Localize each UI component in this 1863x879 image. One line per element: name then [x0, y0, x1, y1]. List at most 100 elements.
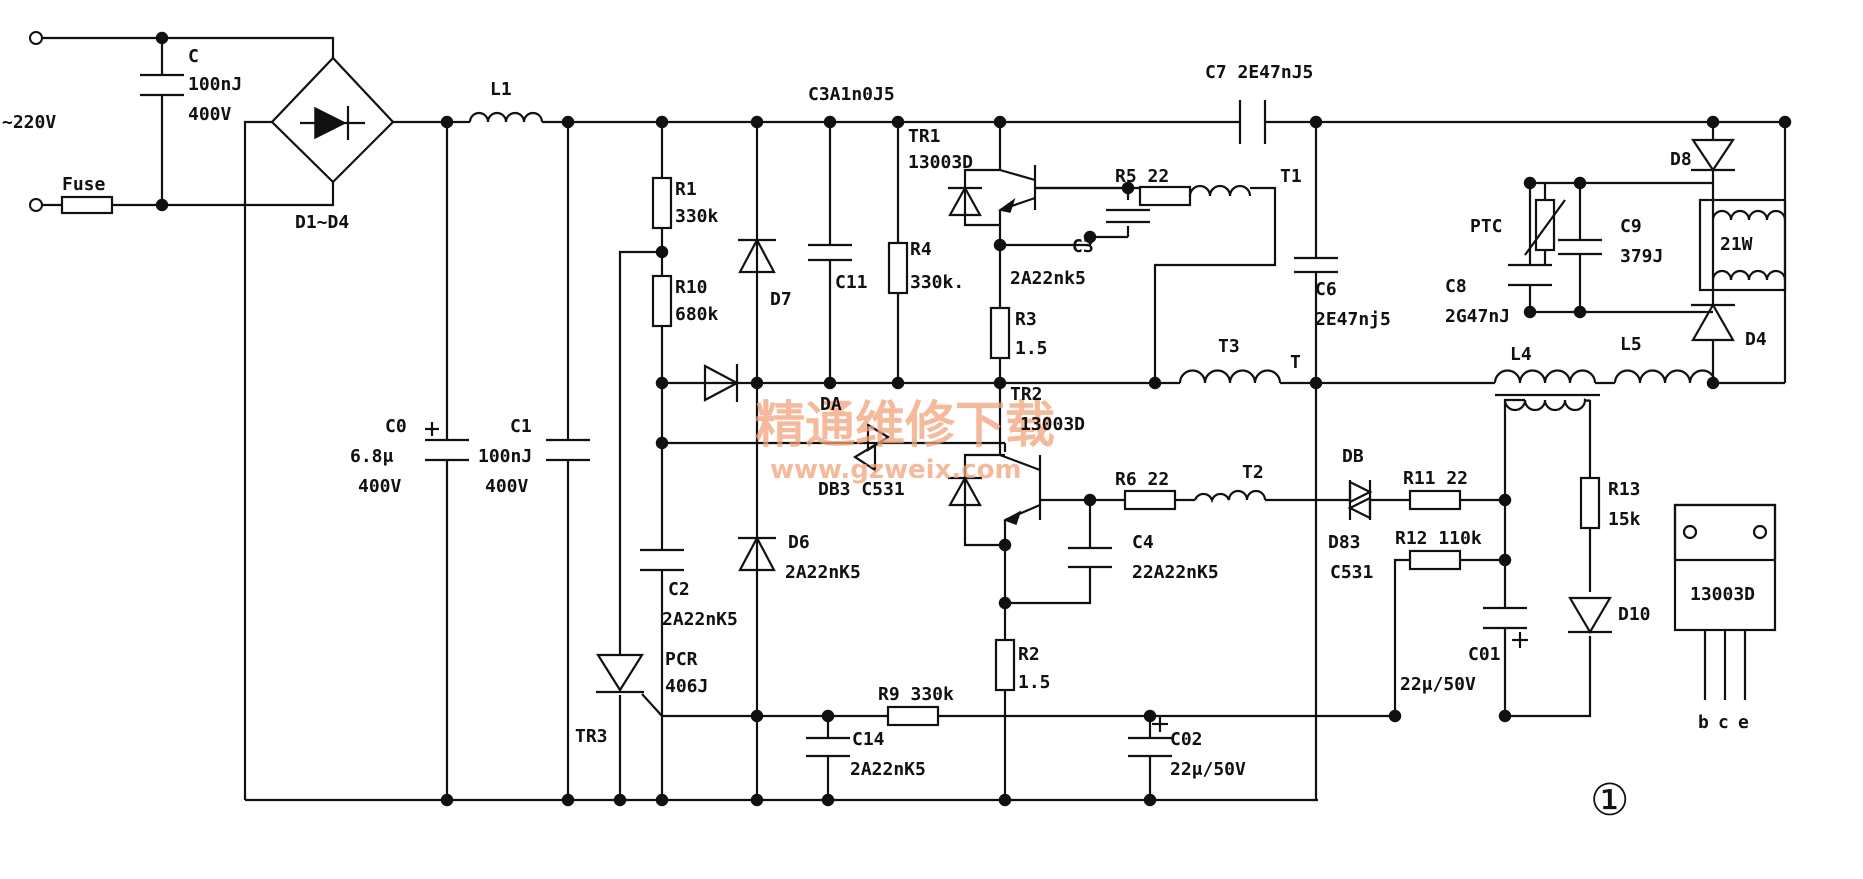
label-r13-value: 15k — [1608, 509, 1641, 530]
junction-dot — [1706, 376, 1720, 390]
tr2-emitter-arrow — [1003, 510, 1022, 525]
junction-dot — [998, 793, 1012, 807]
label-d83-value: C531 — [1330, 562, 1373, 583]
junction-dot — [1083, 493, 1097, 507]
capacitor-c2 — [640, 548, 684, 572]
resistor-r10 — [651, 274, 673, 328]
junction-dot — [1573, 305, 1587, 319]
label-r13: R13 — [1608, 479, 1641, 500]
junction-dot — [1706, 115, 1720, 129]
resistor-r5 — [1138, 185, 1192, 207]
label-pcr-value: 406J — [665, 676, 708, 697]
resistor-r11 — [1408, 489, 1462, 511]
label-db3: DB3 C531 — [818, 479, 905, 500]
resistor-r3 — [989, 306, 1011, 360]
junction-dot — [655, 376, 669, 390]
transformer-t1 — [1188, 184, 1252, 197]
junction-dot — [750, 376, 764, 390]
resistor-r6 — [1123, 489, 1177, 511]
label-r5: R5 22 — [1115, 166, 1169, 187]
label-lamp: 21W — [1720, 234, 1753, 255]
ptc-thermistor — [1524, 198, 1566, 256]
diode-d8 — [1690, 138, 1736, 172]
junction-dot — [613, 793, 627, 807]
diode-d7 — [738, 237, 776, 274]
junction-dot — [1143, 709, 1157, 723]
label-r4-value: 330k. — [910, 272, 964, 293]
junction-dot — [155, 198, 169, 212]
inductor-l4 — [1493, 369, 1597, 384]
label-c9-value: 379J — [1620, 246, 1663, 267]
inductor-l1 — [468, 111, 544, 123]
label-c8: C8 — [1445, 276, 1467, 297]
diac-db3 — [852, 423, 891, 473]
inductor-l5 — [1613, 369, 1717, 384]
resistor-r2 — [994, 638, 1016, 692]
junction-dot — [998, 538, 1012, 552]
diode-d4 — [1691, 302, 1735, 342]
junction-dot — [561, 115, 575, 129]
capacitor-c14 — [806, 736, 850, 758]
capacitor-c4 — [1068, 546, 1112, 569]
capacitor-c02 — [1128, 716, 1172, 758]
label-package: 13003D — [1690, 584, 1755, 605]
junction-dot — [655, 245, 669, 259]
label-pin-e: e — [1738, 712, 1749, 733]
label-c3a: C3A1n0J5 — [808, 84, 895, 105]
label-c0: C0 — [385, 416, 407, 437]
junction-dot — [1121, 181, 1135, 195]
label-tr2-value: 13003D — [1020, 414, 1085, 435]
lamp-filament-top — [1711, 209, 1787, 221]
label-c01: C01 — [1468, 644, 1501, 665]
label-d6-value: 2A22nK5 — [785, 562, 861, 583]
label-r2: R2 — [1018, 644, 1040, 665]
junction-dot — [821, 793, 835, 807]
tr1-emitter-arrow — [998, 198, 1016, 213]
junction-dot — [891, 376, 905, 390]
junction-dot — [821, 709, 835, 723]
label-r11: R11 22 — [1403, 468, 1468, 489]
label-c4: C4 — [1132, 532, 1154, 553]
label-r3: R3 — [1015, 309, 1037, 330]
watermark-url: www.gzweix.com — [770, 455, 1022, 485]
diode-da — [703, 364, 740, 402]
capacitor-c7 — [1238, 100, 1267, 144]
label-r1: R1 — [675, 179, 697, 200]
fuse — [60, 195, 114, 215]
label-t1: T1 — [1280, 166, 1302, 187]
input-terminal-top — [29, 31, 43, 45]
label-r2-value: 1.5 — [1018, 672, 1051, 693]
label-c01-value: 22μ/50V — [1400, 674, 1476, 695]
diac-db — [1347, 480, 1373, 520]
diode-tr2 — [948, 475, 982, 507]
diode-d6 — [738, 535, 776, 572]
label-l4: L4 — [1510, 344, 1532, 365]
junction-dot — [655, 115, 669, 129]
label-l5: L5 — [1620, 334, 1642, 355]
label-d10: D10 — [1618, 604, 1651, 625]
label-t2: T2 — [1242, 462, 1264, 483]
label-c8-value: 2G47nJ — [1445, 306, 1510, 327]
label-d8: D8 — [1670, 149, 1692, 170]
junction-dot — [750, 709, 764, 723]
label-bridge: D1~D4 — [295, 212, 349, 233]
label-r4: R4 — [910, 239, 932, 260]
junction-dot — [750, 115, 764, 129]
label-fuse: Fuse — [62, 174, 106, 195]
label-c02-value: 22μ/50V — [1170, 759, 1246, 780]
junction-dot — [750, 793, 764, 807]
junction-dot — [823, 115, 837, 129]
diode-tr1 — [948, 185, 982, 217]
resistor-r1 — [651, 176, 673, 230]
junction-dot — [1573, 176, 1587, 190]
capacitor-c01 — [1483, 606, 1528, 648]
label-c0-value-1: 6.8μ — [350, 446, 394, 467]
label-c2: C2 — [668, 579, 690, 600]
junction-dot — [1523, 305, 1537, 319]
capacitor-c1 — [546, 438, 590, 462]
junction-dots — [155, 31, 1792, 807]
label-tr2: TR2 — [1010, 384, 1043, 405]
junction-dot — [1148, 376, 1162, 390]
label-c1-value-1: 100nJ — [478, 446, 532, 467]
label-tr1: TR1 — [908, 126, 941, 147]
